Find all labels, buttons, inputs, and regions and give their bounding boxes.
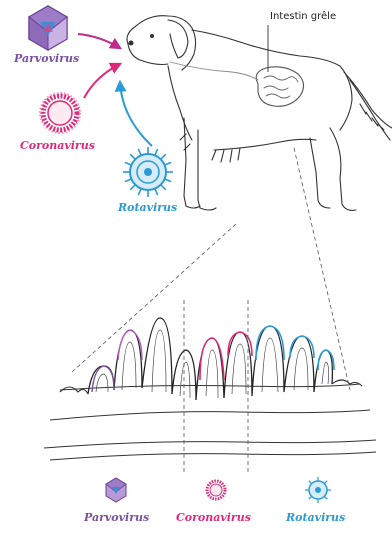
legend-rotavirus-icon [305,477,331,503]
legend-coronavirus-icon [207,481,225,499]
rotavirus-arrow [120,82,152,146]
parvovirus-icon [29,6,67,50]
coronavirus-label: Coronavirus [20,140,95,151]
legend-parvovirus-icon [106,478,126,502]
dog-illustration [127,16,392,211]
parvovirus-arrow [78,34,120,48]
intestine-cross-section [44,300,376,475]
coronavirus-arrow [84,64,120,98]
coronavirus-icon [40,93,80,133]
legend-parvovirus-label: Parvovirus [84,512,149,523]
rotavirus-label: Rotavirus [118,202,177,213]
zoom-line-left [72,224,236,372]
rotavirus-icon [123,147,173,197]
parvovirus-label: Parvovirus [14,53,79,64]
legend-coronavirus-label: Coronavirus [176,512,251,523]
legend-rotavirus-label: Rotavirus [286,512,345,523]
intestin-grele-label: Intestin grêle [270,12,336,22]
